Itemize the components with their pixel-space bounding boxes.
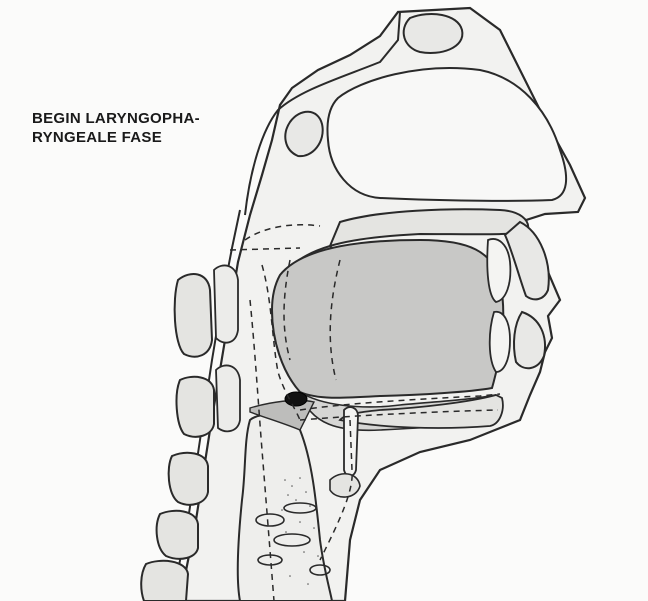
figure-caption: BEGIN LARYNGOPHA- RYNGEALE FASE: [32, 109, 252, 147]
nasal-cavity: [327, 68, 566, 201]
bolus: [285, 392, 307, 406]
sinus: [404, 14, 463, 53]
tongue: [272, 240, 503, 398]
caption-line-2: RYNGEALE FASE: [32, 128, 252, 147]
upper-teeth: [487, 239, 510, 302]
hyoid: [330, 474, 360, 497]
caption-line-1: BEGIN LARYNGOPHA-: [32, 109, 252, 128]
lower-teeth: [490, 312, 510, 372]
